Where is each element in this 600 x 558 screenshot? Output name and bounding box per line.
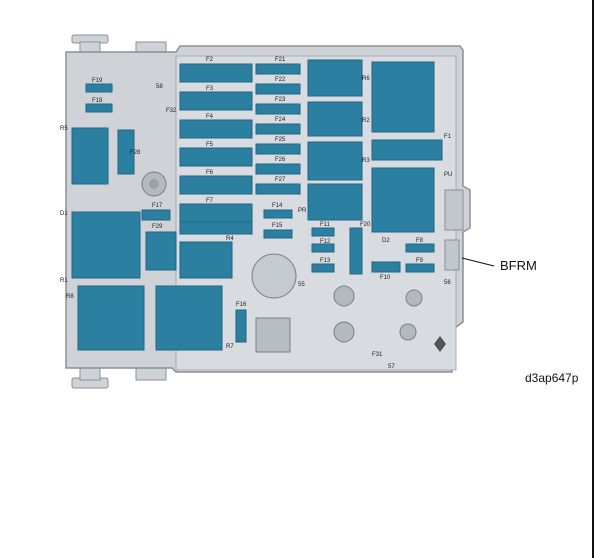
label-F19: F19 (92, 78, 103, 84)
label-D1: D1 (60, 211, 68, 217)
label-F20: F20 (360, 222, 371, 228)
label-PR: PR (298, 208, 307, 214)
label-F16: F16 (236, 302, 247, 308)
modules-left (71, 83, 247, 351)
label-F17: F17 (152, 203, 163, 209)
label-F25: F25 (275, 137, 286, 143)
label-c58: 58 (156, 84, 163, 90)
label-F18: F18 (92, 98, 103, 104)
label-F6: F6 (206, 170, 214, 176)
label-c55: 55 (298, 282, 305, 288)
label-D2: D2 (382, 238, 390, 244)
fuse-column-middle (255, 63, 301, 239)
callout-leader-line (461, 257, 495, 267)
label-F11: F11 (320, 222, 331, 228)
label-F3: F3 (206, 86, 214, 92)
label-F14: F14 (272, 203, 283, 209)
label-F4: F4 (206, 114, 214, 120)
label-c56: 56 (444, 280, 451, 286)
label-F23: F23 (275, 97, 286, 103)
mechanical-details (141, 171, 446, 353)
label-F15: F15 (272, 223, 283, 229)
label-R2: R2 (362, 118, 370, 124)
label-F1: F1 (444, 134, 452, 140)
label-F22: F22 (275, 77, 286, 83)
label-F7: F7 (206, 198, 214, 204)
label-F9: F9 (416, 258, 424, 264)
label-R4: R4 (226, 236, 234, 242)
label-F13: F13 (320, 258, 331, 264)
label-R3: R3 (362, 158, 370, 164)
label-R8: R8 (66, 294, 74, 300)
label-F31: F31 (372, 352, 383, 358)
label-F8: F8 (416, 238, 424, 244)
label-F32: F32 (166, 108, 177, 114)
label-F28: F28 (130, 150, 141, 156)
label-F12: F12 (320, 239, 331, 245)
label-R6: R6 (362, 76, 370, 82)
label-F2: F2 (206, 57, 214, 63)
label-F5: F5 (206, 142, 214, 148)
label-F24: F24 (275, 117, 286, 123)
label-F26: F26 (275, 157, 286, 163)
reference-code: d3ap647p (525, 371, 579, 385)
page-border-line (592, 0, 594, 558)
label-R7: R7 (226, 344, 234, 350)
diagram-labels: F2 F3 F4 F5 F6 F7 F21 F22 F23 F24 F25 F2… (60, 57, 452, 370)
label-R1: R1 (60, 278, 68, 284)
fuse-column-left (179, 63, 253, 235)
label-F21: F21 (275, 57, 286, 63)
label-c57: 57 (388, 364, 395, 370)
label-R5: R5 (60, 126, 68, 132)
label-F29: F29 (152, 224, 163, 230)
label-PU: PU (444, 172, 452, 178)
label-F10: F10 (380, 275, 391, 281)
callout-label: BFRM (500, 258, 537, 273)
label-F27: F27 (275, 177, 286, 183)
fuses-lower-right (311, 227, 435, 275)
relays-right (307, 59, 443, 233)
